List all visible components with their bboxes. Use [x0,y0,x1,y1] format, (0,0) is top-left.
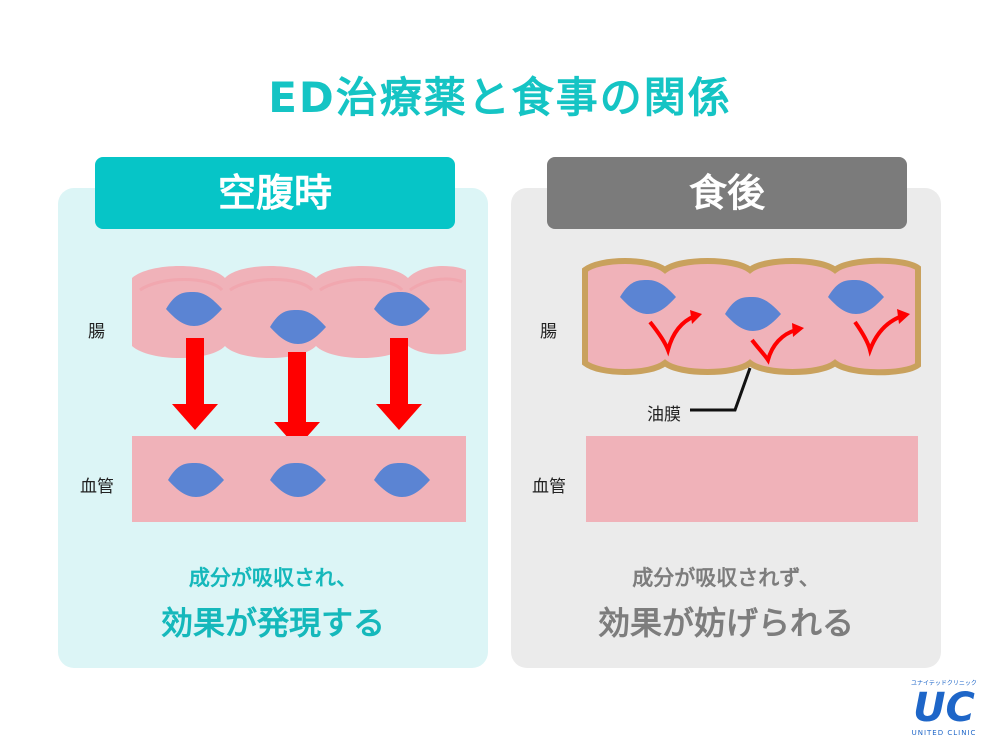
page-title: ED治療薬と食事の関係 [268,73,732,122]
fasting-drug-molecules-vessel [168,463,430,497]
after-meal-caption-line1: 成分が吸収されず、 [632,566,820,590]
fasting-caption-line2: 効果が発現する [160,604,385,642]
after-meal-intestine-label: 腸 [540,322,557,342]
united-clinic-logo: ユナイテッドクリニック UC UNITED CLINIC [905,678,983,746]
after-meal-header: 食後 [547,157,907,229]
fasting-header: 空腹時 [95,157,455,229]
logo-mark: UC [913,685,975,731]
fasting-vessel-label: 血管 [80,477,114,497]
fasting-drug-molecules-intestine [166,292,430,344]
fasting-caption-line1: 成分が吸収され、 [188,566,358,590]
logo-top-text: ユナイテッドクリニック [911,680,977,687]
after-meal-vessel-label: 血管 [532,477,566,497]
logo-bottom-text: UNITED CLINIC [911,729,977,737]
after-meal-blood-vessel [586,436,918,522]
fasting-intestine-label: 腸 [88,322,105,342]
oil-film-label: 油膜 [647,405,681,425]
oil-film-leader-line [690,367,752,412]
after-meal-drug-molecules [620,280,884,331]
after-meal-caption-line2: 効果が妨げられる [597,604,854,642]
blocked-reflection-arrows [648,309,910,365]
absorption-arrows [172,338,422,448]
